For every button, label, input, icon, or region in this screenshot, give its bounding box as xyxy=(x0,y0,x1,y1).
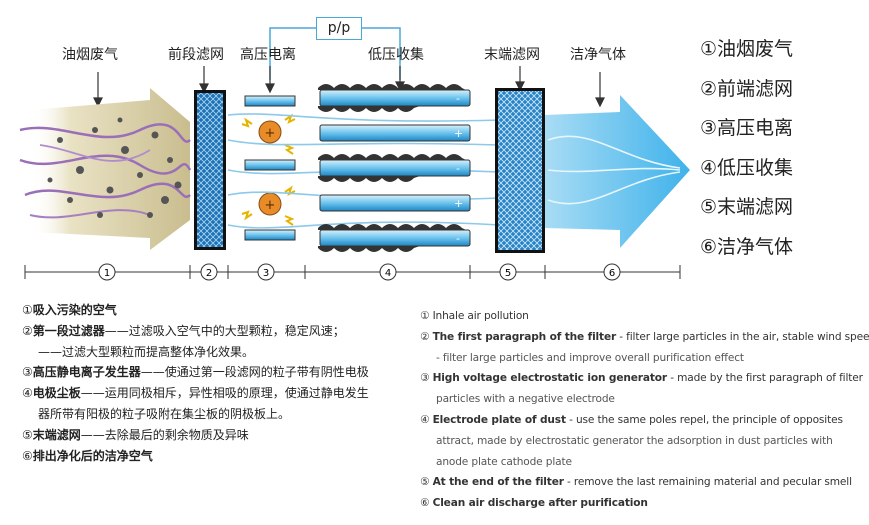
svg-text:+: + xyxy=(265,198,276,213)
ionizer-bars xyxy=(244,95,296,241)
en-item-2: ② The first paragraph of the filter - fi… xyxy=(420,327,869,348)
en-item-4-cont: attract, made by electrostatic generator… xyxy=(436,434,833,447)
chinese-description-list: ①吸入污染的空气 ②第一段过滤器——过滤吸入空气中的大型颗粒，稳定风速； ——过… xyxy=(22,300,417,466)
legend-item: ⑤末端滤网 xyxy=(700,196,794,218)
zh-item-1: ①吸入污染的空气 xyxy=(22,300,417,321)
en-num: ⑤ xyxy=(420,476,430,489)
zh-title: 末端滤网 xyxy=(32,427,81,442)
label-low-voltage-collection: 低压收集 xyxy=(368,47,424,63)
en-item-2-cont: - filter large particles and improve ove… xyxy=(436,351,744,364)
label-front-filter: 前段滤网 xyxy=(168,47,224,63)
zh-title: 高压静电离子发生器 xyxy=(32,365,141,380)
en-desc: - filter large particles in the air, sta… xyxy=(616,330,869,343)
zh-item-6: ⑥排出净化后的洁净空气 xyxy=(22,446,417,467)
legend-item: ③高压电离 xyxy=(700,117,794,139)
en-num: ⑥ xyxy=(420,497,430,510)
zh-item-3: ③高压静电离子发生器——使通过第一段滤网的粒子带有阴性电极 xyxy=(22,362,417,383)
en-title: At the end of the filter xyxy=(432,476,564,489)
legend-item: ②前端滤网 xyxy=(700,77,794,100)
label-high-voltage-ionization: 高压电离 xyxy=(240,47,296,63)
zh-num: ① xyxy=(22,303,33,317)
stage-markers: 1 2 3 4 5 6 xyxy=(98,263,621,281)
collected-dust xyxy=(318,84,466,252)
stage-legend: ①油烟废气 ②前端滤网 ③高压电离 ④低压收集 ⑤末端滤网 ⑥洁净气体 xyxy=(700,30,793,267)
zh-item-2-cont: ——过滤大型颗粒而提高整体净化效果。 xyxy=(38,344,255,359)
stage-num-1: 1 xyxy=(104,268,110,279)
legend-item: ①油烟废气 xyxy=(700,38,794,60)
zh-num: ④ xyxy=(22,386,33,401)
en-desc: - made by the first paragraph of filter xyxy=(666,372,863,385)
zh-desc: ——去除最后的剩余物质及异味 xyxy=(80,427,249,442)
svg-text:-: - xyxy=(456,92,460,105)
en-item-3: ③ High voltage electrostatic ion generat… xyxy=(420,368,863,389)
zh-title: 第一段过滤器 xyxy=(32,323,105,338)
ion-generators: + + xyxy=(241,113,296,226)
end-filter xyxy=(495,88,545,253)
en-num: ④ xyxy=(420,413,430,426)
en-item-4-cont2: anode plate cathode plate xyxy=(436,455,572,468)
svg-text:-: - xyxy=(456,232,460,245)
purification-diagram: + + - + - + - xyxy=(19,27,690,281)
legend-item: ④低压收集 xyxy=(700,156,794,179)
stage-num-4: 4 xyxy=(385,268,391,279)
pp-box: p/p xyxy=(316,17,362,40)
stage-num-6: 6 xyxy=(609,268,615,279)
svg-text:-: - xyxy=(456,162,460,175)
stage-axis xyxy=(24,265,681,279)
en-title: High voltage electrostatic ion generator xyxy=(432,372,668,385)
stage-num-5: 5 xyxy=(505,268,511,279)
en-item-5: ⑤ At the end of the filter - remove the … xyxy=(420,472,860,493)
zh-item-4: ④电极尘板——运用同极相斥，异性相吸的原理，使通过静电发生 xyxy=(22,383,417,404)
pp-connector xyxy=(269,27,401,80)
stage-num-3: 3 xyxy=(263,268,269,279)
stage-num-2: 2 xyxy=(206,268,212,279)
zh-title: 排出净化后的洁净空气 xyxy=(32,448,153,463)
en-item-4: ④ Electrode plate of dust - use the same… xyxy=(420,410,860,431)
zh-title: 吸入污染的空气 xyxy=(32,303,117,317)
zh-num: ⑥ xyxy=(22,448,33,463)
zh-desc: ——使通过第一段滤网的粒子带有阴性电极 xyxy=(140,365,369,380)
en-item-3-cont: particles with a negative electrode xyxy=(436,393,615,406)
en-num: ② xyxy=(420,330,430,343)
dust-particles xyxy=(47,117,182,218)
clean-air-outflow xyxy=(545,95,690,248)
zh-desc: ——运用同极相斥，异性相吸的原理，使通过静电发生 xyxy=(80,386,369,401)
smoke-inflow xyxy=(19,88,192,250)
en-num: ① xyxy=(420,310,430,322)
en-title: Electrode plate of dust xyxy=(432,413,566,426)
zh-item-5: ⑤末端滤网——去除最后的剩余物质及异味 xyxy=(22,425,417,446)
en-num: ③ xyxy=(420,372,430,385)
en-title: Clean air discharge after purification xyxy=(432,497,648,510)
en-title: The first paragraph of the filter xyxy=(432,330,617,343)
en-desc: - use the same poles repel, the principl… xyxy=(565,413,843,426)
zh-num: ③ xyxy=(22,365,33,380)
english-description-list: ① Inhale air pollution ② The first parag… xyxy=(420,306,869,514)
svg-text:+: + xyxy=(454,127,463,140)
en-item-1: ① Inhale air pollution xyxy=(420,306,860,327)
zh-desc: ——过滤吸入空气中的大型颗粒，稳定风速； xyxy=(104,323,345,338)
front-filter xyxy=(194,90,226,250)
zh-num: ⑤ xyxy=(22,427,33,442)
legend-item: ⑥洁净气体 xyxy=(700,235,794,258)
en-desc: Inhale air pollution xyxy=(432,310,529,322)
zh-num: ② xyxy=(22,323,33,338)
zh-title: 电极尘板 xyxy=(32,386,81,401)
svg-text:+: + xyxy=(454,197,463,210)
zh-item-4-cont: 器所带有阳极的粒子吸附在集尘板的阴极板上。 xyxy=(38,406,291,421)
zh-item-2: ②第一段过滤器——过滤吸入空气中的大型颗粒，稳定风速； xyxy=(22,321,417,342)
en-desc: - remove the last remaining material and… xyxy=(563,476,852,489)
en-item-6: ⑥ Clean air discharge after purification xyxy=(420,493,860,514)
label-clean-gas: 洁净气体 xyxy=(570,47,626,63)
label-smoke-exhaust: 油烟废气 xyxy=(62,47,118,63)
svg-text:+: + xyxy=(265,126,276,141)
label-end-filter: 末端滤网 xyxy=(484,47,540,63)
